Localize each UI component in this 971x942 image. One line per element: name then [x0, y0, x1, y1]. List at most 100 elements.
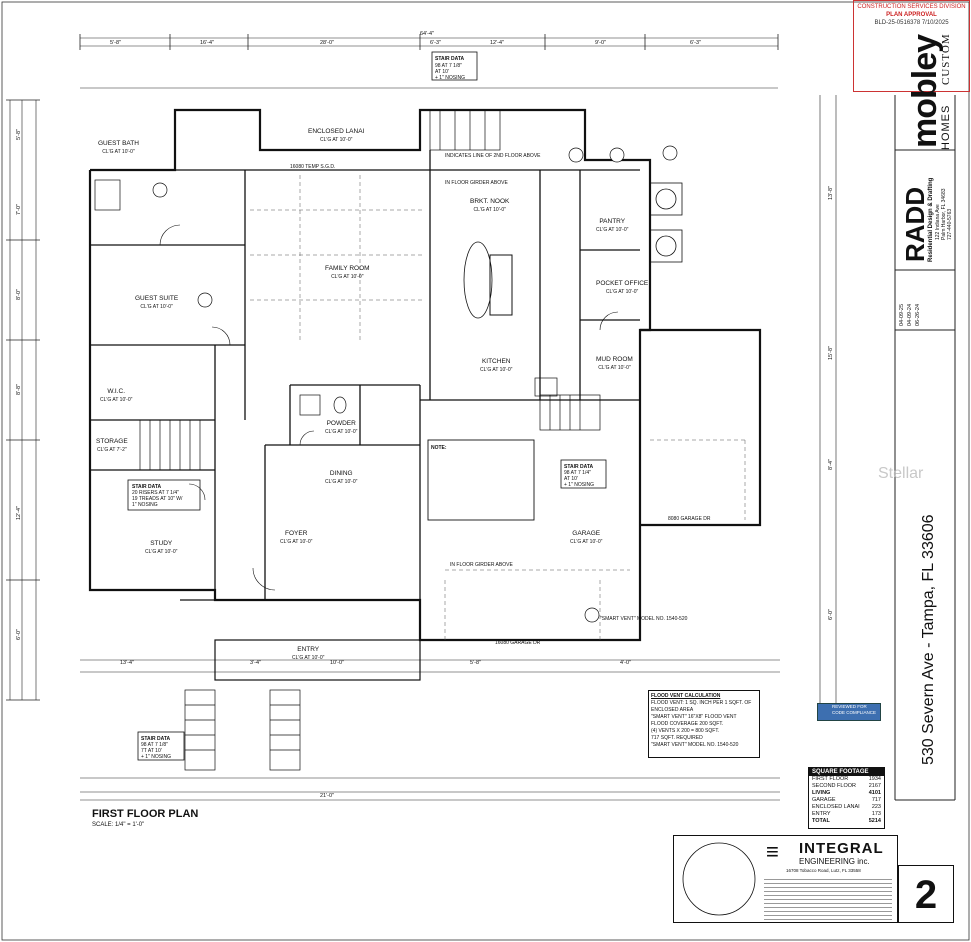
- sqft-label: FIRST FLOOR: [812, 776, 849, 782]
- brand-name: mobley: [906, 34, 944, 148]
- room-brkt-nook: BRKT. NOOK CL'G AT 10'-0": [470, 198, 509, 214]
- engineer-block: ≡ INTEGRAL ENGINEERING inc. 16708 Tobacc…: [673, 835, 898, 923]
- room-name: W.I.C.: [107, 388, 126, 395]
- room-name: STUDY: [150, 540, 173, 547]
- stair-entry-line: 98 AT 7 1/8": [141, 742, 168, 748]
- room-name: GUEST BATH: [98, 140, 139, 147]
- vent-line: "SMART VENT" 16"X8" FLOOD VENT: [651, 714, 737, 720]
- room-powder: POWDER CL'G AT 10'-0": [325, 420, 357, 436]
- svg-text:12'-4": 12'-4": [16, 506, 22, 520]
- room-ceiling: CL'G AT 10'-0": [605, 289, 639, 295]
- stair-top-line: 98 AT 7 1/8": [435, 63, 462, 69]
- room-pocket-office: POCKET OFFICE CL'G AT 10'-0": [596, 280, 648, 296]
- sqft-value: 2167: [868, 783, 881, 789]
- stamp-line: BLD-25-0516378 7/10/2025: [874, 20, 949, 26]
- room-name: FAMILY ROOM: [325, 265, 370, 272]
- svg-text:4'-0": 4'-0": [620, 660, 631, 666]
- stair-garage-title: STAIR DATA: [564, 464, 594, 470]
- vent-line: 717 SQFT. REQUIRED: [651, 735, 703, 741]
- sqft-title: SQUARE FOOTAGE: [809, 768, 884, 776]
- garage-note-box: [427, 439, 535, 521]
- room-name: DINING: [329, 470, 353, 477]
- room-ceiling: CL'G AT 10'-0": [596, 227, 629, 233]
- stair-entry-line: 7T AT 10': [141, 748, 162, 754]
- stair-left-title: STAIR DATA: [132, 484, 162, 490]
- kitchen-island: [489, 254, 513, 316]
- stair-left-line: 20 RISERS AT 7 1/4": [132, 490, 179, 496]
- radd-subtitle: Residential Design & Drafting: [928, 177, 934, 262]
- room-ceiling: CL'G AT 10'-0": [598, 365, 631, 371]
- girder-note-garage: IN FLOOR GIRDER ABOVE: [450, 562, 513, 568]
- second-floor-note: INDICATES LINE OF 2ND FLOOR ABOVE: [445, 153, 541, 159]
- room-ceiling: CL'G AT 10'-0": [325, 479, 358, 485]
- room-dining: DINING CL'G AT 10'-0": [325, 470, 357, 486]
- room-name: PANTRY: [599, 218, 626, 225]
- sqft-value: 223: [871, 804, 881, 810]
- room-name: POCKET OFFICE: [596, 280, 649, 287]
- side-dimension-labels: 5'-8" 7'-0" 8'-0" 8'-8" 12'-4" 6'-0" 13'…: [16, 129, 834, 640]
- room-ceiling: CL'G AT 10'-0": [473, 207, 506, 213]
- room-ceiling: CL'G AT 10'-0": [325, 429, 358, 435]
- room-name: BRKT. NOOK: [470, 198, 510, 205]
- vent-title: FLOOD VENT CALCULATION: [651, 693, 721, 699]
- room-ceiling: CL'G AT 10'-0": [319, 137, 353, 143]
- stair-top-line: AT 10': [435, 69, 449, 75]
- project-address: 530 Severn Ave - Tampa, FL 33606: [920, 514, 937, 765]
- radd-address: 122 Indiana Ave Palm Harbor, FL 34683 72…: [935, 188, 953, 240]
- garage-note-title: NOTE:: [431, 445, 447, 451]
- svg-text:13'-4": 13'-4": [120, 660, 134, 666]
- svg-text:15'-8": 15'-8": [828, 346, 834, 360]
- svg-text:9'-0": 9'-0": [595, 40, 606, 46]
- sqft-row: SECOND FLOOR 2167: [809, 783, 884, 790]
- sqft-value: 717: [871, 797, 881, 803]
- room-study: STUDY CL'G AT 10'-0": [145, 540, 177, 556]
- room-name: GUEST SUITE: [135, 295, 179, 302]
- stamp-line: CONSTRUCTION SERVICES DIVISION: [857, 4, 966, 10]
- vent-model: "SMART VENT" MODEL NO. 1540-520: [651, 742, 739, 748]
- room-wic: W.I.C. CL'G AT 10'-0": [100, 388, 132, 404]
- stair-top-line: + 1" NOSING: [435, 75, 465, 81]
- dimension-lines: [9, 37, 837, 801]
- sqft-row: FIRST FLOOR 1934: [809, 776, 884, 783]
- room-pantry: PANTRY CL'G AT 10'-0": [596, 218, 628, 234]
- sqft-label: SECOND FLOOR: [812, 783, 857, 789]
- revision-dates: 04-09-25 04-09-24 06-26-24: [899, 303, 921, 326]
- stair-garage-line: AT 10': [564, 476, 578, 482]
- svg-text:5'-8": 5'-8": [470, 660, 481, 666]
- flood-vent-calculation: FLOOD VENT CALCULATION FLOOD VENT: 1 SQ.…: [648, 690, 760, 758]
- svg-text:3'-4": 3'-4": [250, 660, 261, 666]
- room-name: POWDER: [326, 420, 356, 427]
- stair-entry-title: STAIR DATA: [141, 736, 171, 742]
- stair-entry-line: + 1" NOSING: [141, 754, 171, 760]
- stair-left-line: 1" NOSING: [132, 502, 158, 508]
- svg-text:13'-8": 13'-8": [828, 186, 834, 200]
- sheet-number: 2: [898, 865, 954, 923]
- svg-text:8'-4": 8'-4": [828, 459, 834, 470]
- room-ceiling: CL'G AT 10'-0": [145, 549, 178, 555]
- girder-note: IN FLOOR GIRDER ABOVE: [445, 180, 508, 186]
- overall-width-dim: 64'-4": [420, 31, 434, 37]
- stair-left-line: 19 TREADS AT 10" W/: [132, 496, 183, 502]
- sqft-value: 1934: [868, 776, 881, 782]
- vent-line: FLOOD VENT: 1 SQ. INCH PER 1 SQFT. OF EN…: [651, 700, 752, 713]
- svg-text:8'-0": 8'-0": [16, 289, 22, 300]
- code-review-badge: REVIEWED FOR CODE COMPLIANCE: [817, 703, 881, 721]
- room-ceiling: CL'G AT 10'-0": [140, 304, 173, 310]
- svg-text:21'-0": 21'-0": [320, 793, 334, 799]
- approval-stamp: CONSTRUCTION SERVICES DIVISION PLAN APPR…: [853, 0, 970, 92]
- sqft-value: 4101: [868, 790, 881, 796]
- svg-text:5'-8": 5'-8": [16, 129, 22, 140]
- vent-line: FLOOD COVERAGE 200 SQFT.: [651, 721, 724, 727]
- room-ceiling: CL'G AT 10'-0": [100, 397, 133, 403]
- sqft-value: 173: [871, 811, 881, 817]
